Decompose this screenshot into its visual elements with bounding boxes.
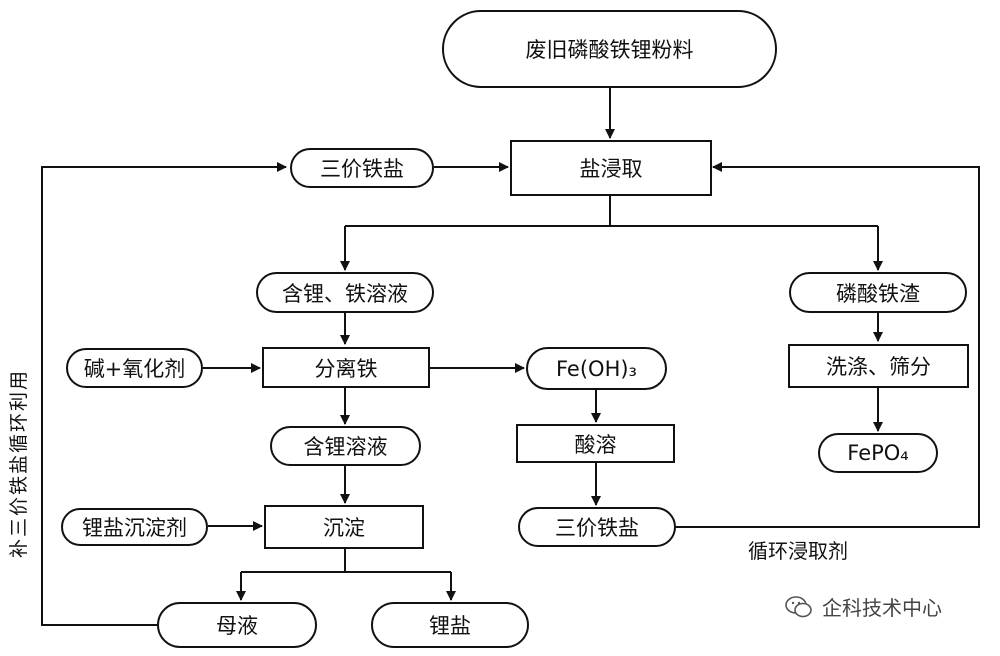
wechat-icon — [785, 595, 812, 617]
replenish-recycle-label: 补三价铁盐循环利用 — [8, 368, 30, 558]
precipitate-node: 沉淀 — [264, 505, 424, 549]
li-fe-solution-node: 含锂、铁溶液 — [256, 272, 434, 313]
wash-sieve-node: 洗涤、筛分 — [788, 344, 969, 388]
acid-dissolve-node: 酸溶 — [516, 424, 675, 463]
watermark: 企科技术中心 — [784, 592, 942, 621]
base-oxidant-node: 碱+氧化剂 — [66, 348, 203, 388]
ferric-salt-input-node: 三价铁盐 — [290, 148, 434, 188]
li-solution-node: 含锂溶液 — [270, 426, 421, 466]
source-node: 废旧磷酸铁锂粉料 — [442, 10, 777, 88]
fepo4-node: FePO₄ — [818, 433, 938, 473]
separate-iron-node: 分离铁 — [262, 347, 430, 388]
ferric-salt-output-node: 三价铁盐 — [518, 507, 676, 547]
recycle-leachant-label: 循环浸取剂 — [748, 539, 848, 563]
fe-oh3-node: Fe(OH)₃ — [526, 347, 667, 390]
fepo4-residue-node: 磷酸铁渣 — [789, 272, 967, 313]
lithium-salt-node: 锂盐 — [371, 602, 529, 648]
li-precipitant-node: 锂盐沉淀剂 — [61, 508, 208, 546]
salt-leach-node: 盐浸取 — [510, 140, 712, 196]
watermark-text: 企科技术中心 — [822, 596, 942, 620]
mother-liquor-node: 母液 — [157, 602, 317, 648]
